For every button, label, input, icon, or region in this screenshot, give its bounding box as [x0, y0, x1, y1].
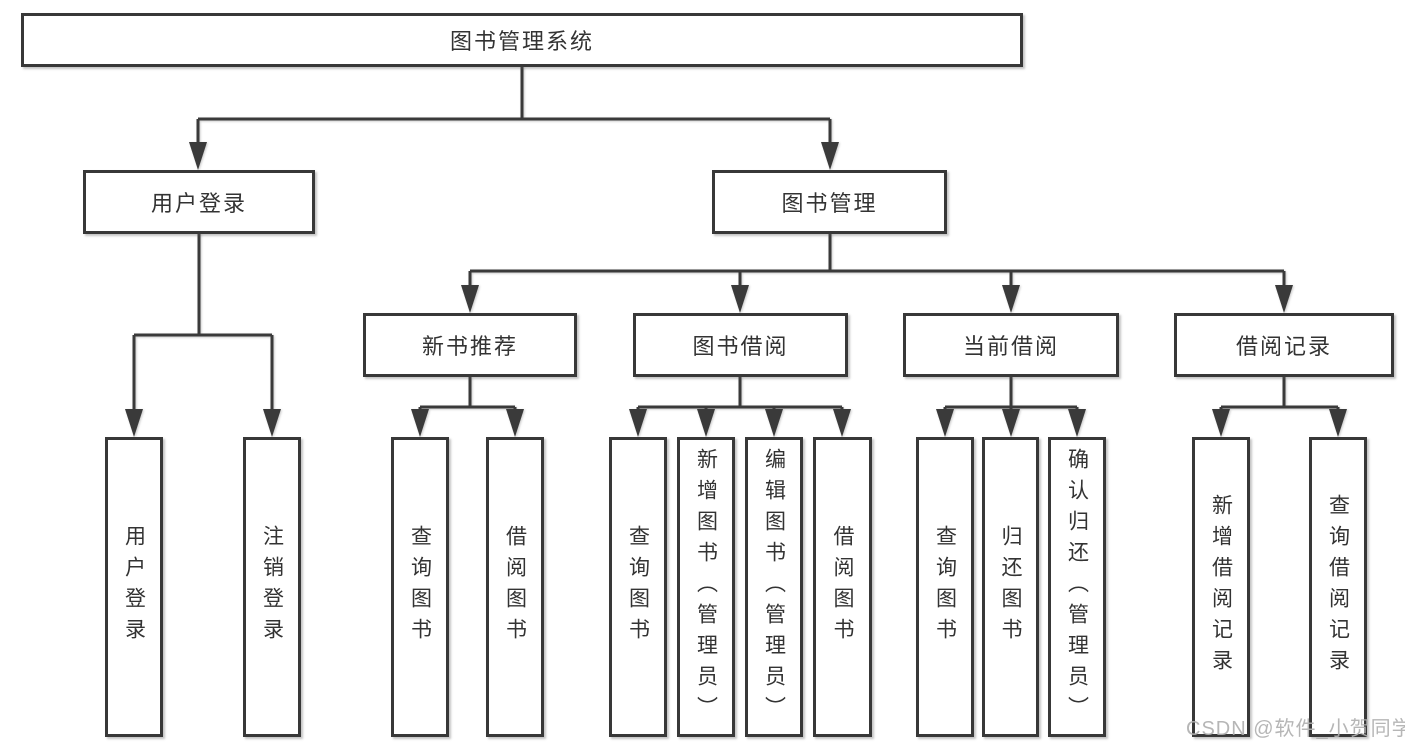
node-root: 图书管理系统 — [21, 13, 1023, 67]
leaf-logout: 注销登录 — [243, 437, 301, 737]
node-label: 查询借阅记录 — [1326, 494, 1350, 680]
node-current-borrow: 当前借阅 — [903, 313, 1119, 377]
arrowhead-icon — [189, 142, 207, 170]
connector-new-book-to-leaves — [411, 377, 524, 437]
arrowhead-icon — [765, 409, 783, 437]
node-borrow-record: 借阅记录 — [1174, 313, 1394, 377]
leaf-confirm-return-admin: 确认归还（管理员） — [1048, 437, 1106, 737]
node-label: 用户登录 — [122, 525, 146, 649]
arrowhead-icon — [1275, 285, 1293, 313]
arrowhead-icon — [936, 409, 954, 437]
leaf-query-borrow-record: 查询借阅记录 — [1309, 437, 1367, 737]
node-label: 图书管理系统 — [449, 29, 594, 54]
connector-book-borrow-to-leaves — [629, 377, 851, 437]
leaf-add-book-admin: 新增图书（管理员） — [677, 437, 735, 737]
arrowhead-icon — [125, 409, 143, 437]
arrowhead-icon — [1212, 409, 1230, 437]
node-label: 查询图书 — [408, 525, 432, 649]
node-label: 用户登录 — [150, 191, 247, 216]
node-label: 新书推荐 — [421, 334, 518, 359]
arrowhead-icon — [263, 409, 281, 437]
leaf-borrow-book-2: 借阅图书 — [813, 437, 872, 737]
node-label: 借阅图书 — [831, 525, 854, 649]
node-label: 借阅记录 — [1235, 334, 1332, 359]
connector-user-login-to-leaves — [125, 233, 281, 437]
arrowhead-icon — [411, 409, 429, 437]
connector-root-to-level2 — [189, 66, 839, 170]
node-book-borrow: 图书借阅 — [633, 313, 848, 377]
node-new-book-rec: 新书推荐 — [363, 313, 577, 377]
watermark: CSDN @软件_小贺同学 — [1186, 718, 1405, 740]
node-label: 借阅图书 — [503, 525, 527, 649]
arrowhead-icon — [731, 285, 749, 313]
node-label: 查询图书 — [933, 525, 957, 649]
arrowhead-icon — [1329, 409, 1347, 437]
node-label: 确认归还（管理员） — [1065, 447, 1089, 727]
node-label: 图书管理 — [781, 191, 878, 216]
arrowhead-icon — [629, 409, 647, 437]
leaf-add-borrow-record: 新增借阅记录 — [1192, 437, 1250, 737]
arrowhead-icon — [1002, 285, 1020, 313]
connector-current-borrow-to-leaves — [936, 377, 1086, 437]
arrowhead-icon — [1068, 409, 1086, 437]
node-label: 注销登录 — [260, 525, 284, 649]
leaf-query-book-1: 查询图书 — [391, 437, 449, 737]
leaf-user-login: 用户登录 — [105, 437, 163, 737]
node-label: 当前借阅 — [962, 334, 1059, 359]
arrowhead-icon — [833, 409, 851, 437]
arrowhead-icon — [1002, 409, 1020, 437]
node-user-login: 用户登录 — [83, 170, 315, 234]
node-label: 编辑图书（管理员） — [762, 447, 786, 727]
leaf-edit-book-admin: 编辑图书（管理员） — [745, 437, 803, 737]
node-label: 查询图书 — [626, 525, 650, 649]
node-label: 归还图书 — [999, 525, 1022, 649]
connector-borrow-record-to-leaves — [1212, 377, 1347, 437]
arrowhead-icon — [461, 285, 479, 313]
node-label: 新增借阅记录 — [1209, 494, 1233, 680]
arrowhead-icon — [821, 142, 839, 170]
node-book-mgmt: 图书管理 — [712, 170, 947, 234]
arrowhead-icon — [506, 409, 524, 437]
node-label: 新增图书（管理员） — [694, 447, 718, 727]
connector-book-mgmt-to-level3 — [461, 234, 1293, 313]
leaf-query-book-2: 查询图书 — [609, 437, 667, 737]
leaf-borrow-book-1: 借阅图书 — [486, 437, 544, 737]
arrowhead-icon — [697, 409, 715, 437]
leaf-return-book: 归还图书 — [982, 437, 1039, 737]
node-label: 图书借阅 — [692, 334, 789, 359]
leaf-query-book-3: 查询图书 — [916, 437, 974, 737]
